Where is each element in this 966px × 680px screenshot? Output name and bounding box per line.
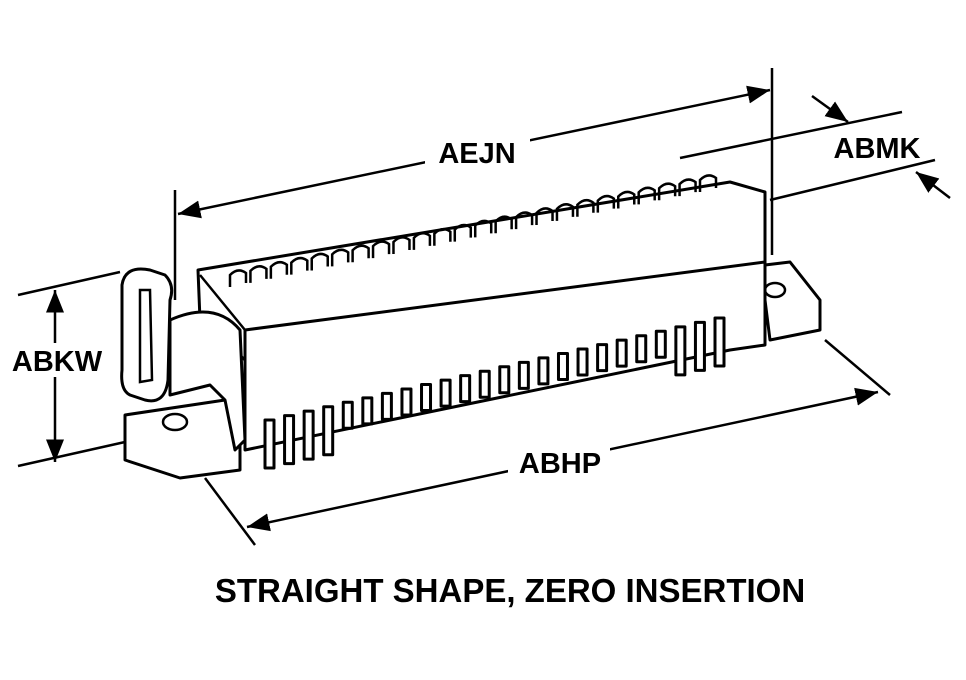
pin [263, 418, 276, 470]
pin [635, 334, 648, 364]
pin [400, 387, 413, 417]
contact [269, 260, 289, 279]
pin [517, 360, 530, 390]
pin [654, 329, 667, 359]
contact [453, 223, 473, 242]
contact [249, 265, 268, 283]
dimension-abkw: ABKW [5, 270, 126, 468]
pin [596, 343, 609, 373]
caption: STRAIGHT SHAPE, ZERO INSERTION [215, 572, 805, 609]
contact [290, 256, 309, 275]
label-abkw: ABKW [12, 346, 103, 378]
contact [371, 240, 391, 259]
contact [310, 252, 329, 271]
pin [361, 396, 374, 426]
contact [412, 232, 432, 250]
pin [674, 325, 687, 377]
connector-body [120, 174, 822, 480]
contact [351, 244, 370, 263]
contact [473, 219, 493, 238]
contact [228, 269, 248, 287]
dimension-aejn: AEJN [173, 68, 774, 300]
label-aejn: AEJN [438, 138, 515, 170]
contact [433, 227, 452, 246]
pin [615, 338, 628, 368]
pin [459, 374, 472, 404]
contact [392, 236, 411, 254]
pin [380, 391, 393, 421]
label-abhp: ABHP [519, 448, 601, 480]
pin [341, 400, 354, 430]
pin [498, 365, 511, 395]
pin [478, 369, 491, 399]
label-abmk: ABMK [834, 133, 921, 165]
pin [322, 405, 335, 457]
pin [693, 320, 706, 372]
dimension-abmk: ABMK [679, 94, 951, 202]
pin [302, 409, 315, 461]
pin [439, 378, 452, 408]
pin [283, 414, 296, 466]
pin [537, 356, 550, 386]
dimension-abhp: ABHP [203, 339, 891, 546]
pin [713, 316, 726, 368]
pin [556, 351, 569, 381]
pin [420, 383, 433, 413]
pin [576, 347, 589, 377]
contact [330, 248, 350, 267]
